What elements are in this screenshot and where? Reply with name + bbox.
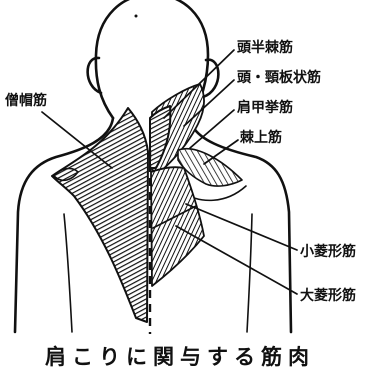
label-levator: 肩甲挙筋: [237, 99, 293, 116]
label-rhomboid-major: 大菱形筋: [300, 287, 356, 304]
label-supraspinatus: 棘上筋: [240, 129, 282, 146]
leader-rhomboid-major: [176, 226, 297, 294]
figure-caption: 肩こりに関与する筋肉: [45, 345, 315, 369]
label-semispinalis: 頭半棘筋: [237, 39, 293, 56]
label-rhomboid-minor: 小菱形筋: [300, 243, 356, 260]
left-arm-line: [64, 214, 72, 332]
label-splenius: 頭・頸板状筋: [237, 69, 321, 86]
head-dot: [135, 15, 138, 18]
label-trapezius: 僧帽筋: [5, 92, 47, 109]
